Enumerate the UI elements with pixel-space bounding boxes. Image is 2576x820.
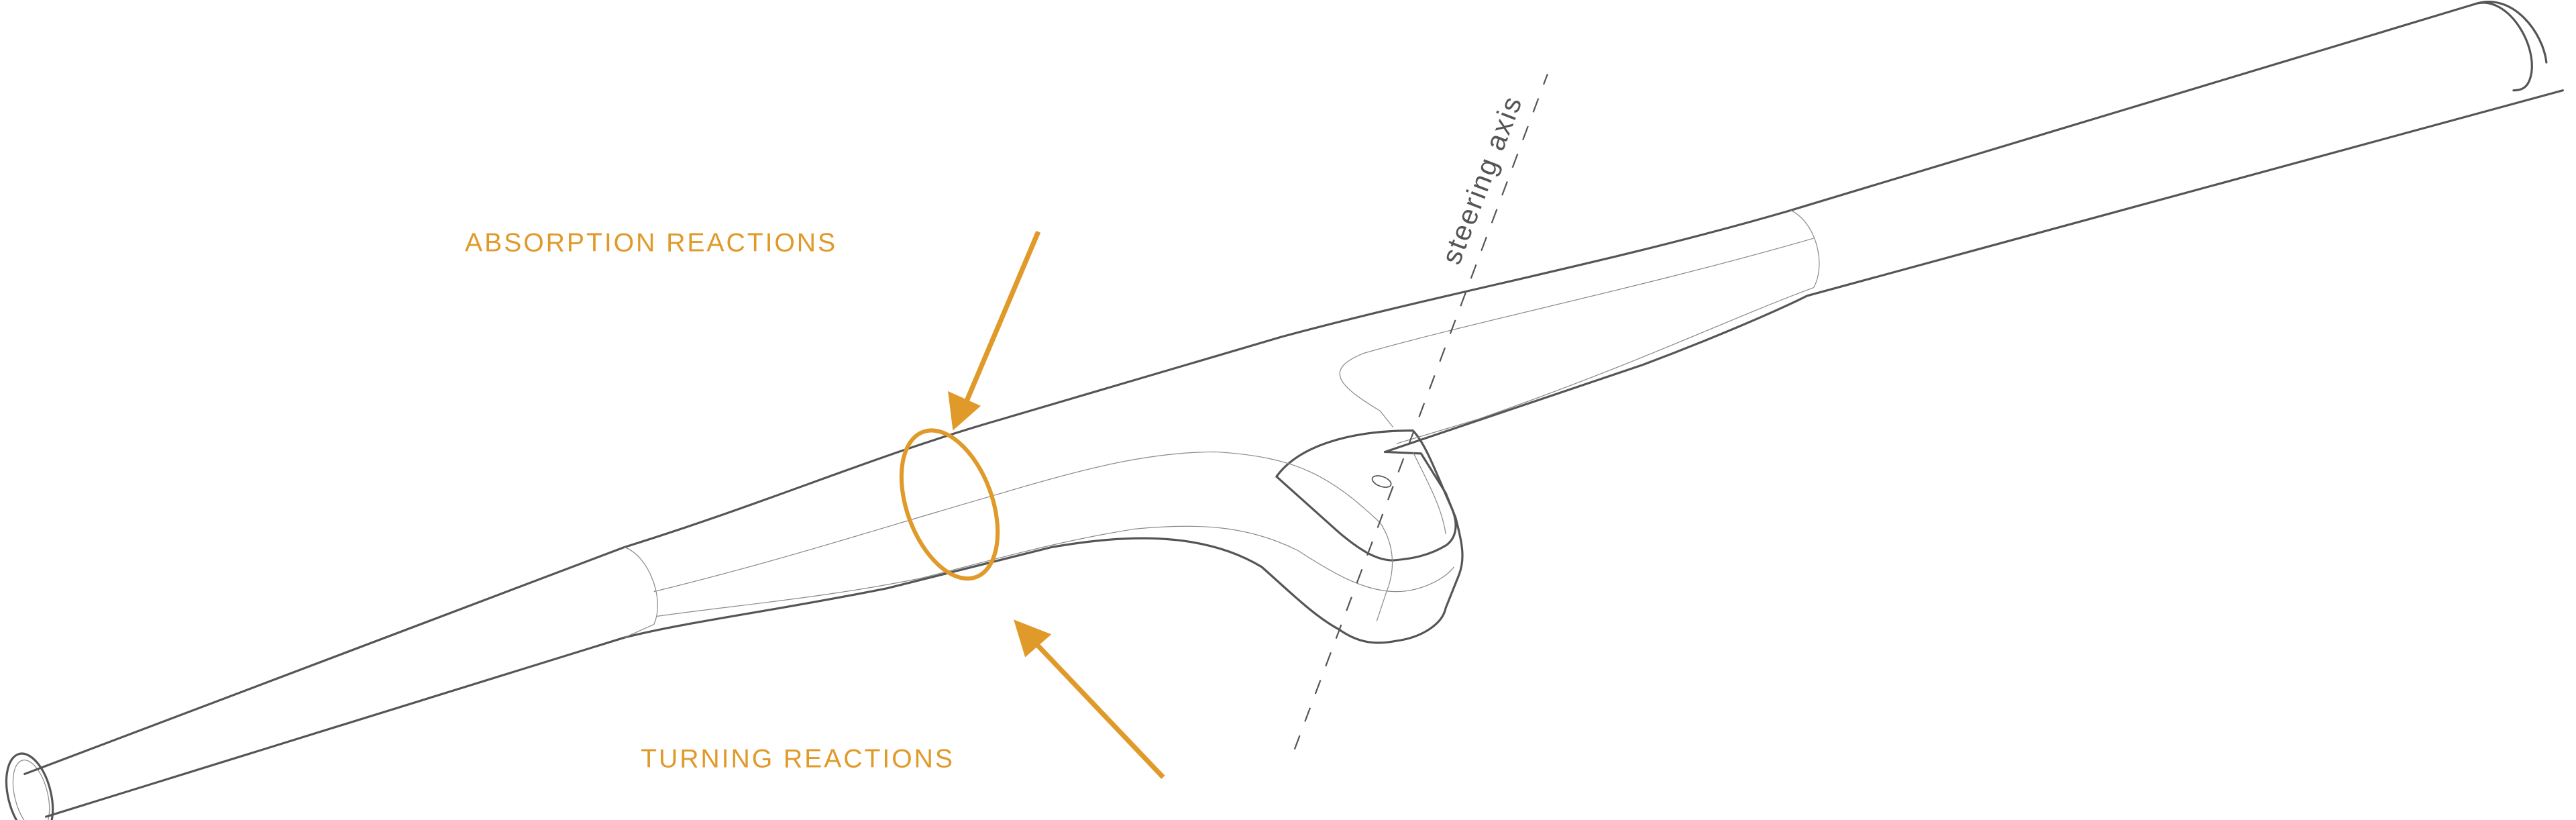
steering-axis: steering axis [1293,73,1548,750]
turning-label: TURNING REACTIONS [641,745,955,774]
steering-axis-label: steering axis [1435,91,1528,268]
steering-axis-line [1293,73,1548,750]
handlebar-top-edge [23,1,2548,776]
turning-annotation: TURNING REACTIONS [641,619,1165,779]
stem-bolt [1371,475,1392,488]
left-bar-end [5,752,54,820]
absorption-arrowhead-icon [948,391,981,431]
turning-arrow-shaft [1033,640,1165,779]
turning-arrowhead-icon [1014,619,1052,658]
absorption-cross-section [899,428,1000,581]
right-bar-end [2476,1,2533,92]
handlebar-bottom-edge [44,89,2564,818]
absorption-arrow-shaft [963,230,1041,404]
stem-outline [1275,429,1457,562]
absorption-annotation: ABSORPTION REACTIONS [465,229,1041,581]
absorption-label: ABSORPTION REACTIONS [465,229,837,258]
